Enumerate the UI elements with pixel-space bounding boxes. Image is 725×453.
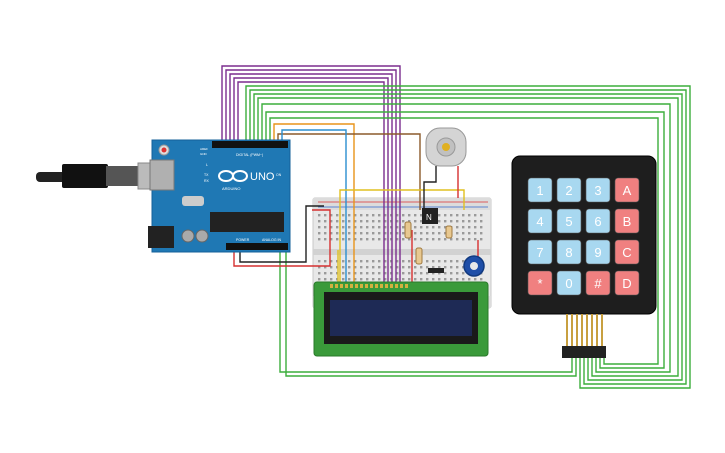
keypad-key-8[interactable]: 8 <box>556 239 582 265</box>
keypad-key-9[interactable]: 9 <box>585 239 611 265</box>
keypad-key-label: C <box>622 245 631 260</box>
transistor: N <box>422 208 438 224</box>
keypad-key-#[interactable]: # <box>585 270 611 296</box>
keypad-key-label: 4 <box>536 214 543 229</box>
wire-green-6 <box>265 111 665 369</box>
keypad-key-3[interactable]: 3 <box>585 177 611 203</box>
keypad-connector <box>562 346 606 358</box>
arduino-brand: ARDUINO <box>222 186 240 191</box>
arduino-model: UNO <box>250 171 275 183</box>
keypad-key-label: 2 <box>565 183 572 198</box>
keypad-key-D[interactable]: D <box>614 270 640 296</box>
label-aref: AREF <box>200 147 208 151</box>
wire-green-4 <box>257 97 679 377</box>
wire-purple-2 <box>225 69 397 282</box>
keypad-key-label: 6 <box>594 214 601 229</box>
keypad-key-label: B <box>623 214 632 229</box>
wire-green-2 <box>249 89 687 385</box>
power-jack <box>148 226 174 248</box>
label-rx: RX <box>204 179 210 183</box>
crystal <box>182 196 204 206</box>
wire-green-9 <box>279 250 573 373</box>
keypad-key-B[interactable]: B <box>614 208 640 234</box>
wire-purple-5 <box>237 81 385 282</box>
wires <box>221 65 691 389</box>
atmega-chip <box>210 212 284 232</box>
wire-green-5 <box>261 103 671 373</box>
resistors <box>404 221 453 265</box>
label-gnd: GND <box>200 152 208 156</box>
keypad-key-label: A <box>623 183 632 198</box>
capacitor-1 <box>181 229 195 243</box>
resistor-3 <box>445 225 453 239</box>
wire-black-1 <box>239 205 324 263</box>
wire-purple-3 <box>229 73 393 282</box>
label-l: L <box>206 163 208 167</box>
potentiometer <box>463 255 485 277</box>
resistor-1 <box>404 221 412 239</box>
breadboard <box>312 197 492 309</box>
wire-black-2 <box>423 166 437 210</box>
wire-green-7 <box>269 117 659 365</box>
keypad: 1 2 3 A 4 5 6 B 7 8 9 C * 0 # D <box>511 155 657 358</box>
diode <box>428 268 444 273</box>
lcd-screen <box>330 300 472 336</box>
power-analog-header <box>226 243 288 250</box>
keypad-key-6[interactable]: 6 <box>585 208 611 234</box>
keypad-key-label: 0 <box>565 276 572 291</box>
keypad-key-A[interactable]: A <box>614 177 640 203</box>
lcd-display <box>313 281 489 357</box>
wire-purple-4 <box>233 77 389 282</box>
keypad-keys: 1 2 3 A 4 5 6 B 7 8 9 C * 0 # D <box>527 177 640 296</box>
digital-header <box>212 141 288 148</box>
keypad-key-2[interactable]: 2 <box>556 177 582 203</box>
keypad-ribbon <box>566 314 603 346</box>
arduino-uno: UNO ARDUINO DIGITAL (PWM~) POWER ANALOG … <box>148 139 291 253</box>
wire-green-1 <box>245 85 691 389</box>
keypad-key-4[interactable]: 4 <box>527 208 553 234</box>
dc-motor <box>425 127 467 167</box>
wire-orange <box>273 123 355 282</box>
keypad-key-label: 3 <box>594 183 601 198</box>
keypad-key-C[interactable]: C <box>614 239 640 265</box>
arduino-logo-icon <box>218 170 248 182</box>
keypad-key-label: 7 <box>536 245 543 260</box>
capacitor-2 <box>195 229 209 243</box>
keypad-key-0[interactable]: 0 <box>556 270 582 296</box>
label-tx: TX <box>204 173 209 177</box>
wire-purple-1 <box>221 65 401 282</box>
wire-red-1 <box>233 209 331 267</box>
resistor-2 <box>415 247 423 265</box>
keypad-key-label: # <box>594 276 602 291</box>
label-power: POWER <box>236 238 250 242</box>
usb-port <box>149 159 175 191</box>
keypad-key-5[interactable]: 5 <box>556 208 582 234</box>
transistor-label: N <box>426 213 432 222</box>
wire-green-8 <box>285 250 577 377</box>
lcd-pins <box>330 284 408 288</box>
keypad-key-7[interactable]: 7 <box>527 239 553 265</box>
keypad-key-label: 1 <box>536 183 543 198</box>
wire-green-3 <box>253 93 683 381</box>
keypad-key-label: * <box>537 276 542 291</box>
keypad-key-label: 5 <box>565 214 572 229</box>
keypad-key-1[interactable]: 1 <box>527 177 553 203</box>
keypad-key-label: D <box>622 276 631 291</box>
keypad-key-label: 8 <box>565 245 572 260</box>
keypad-key-label: 9 <box>594 245 601 260</box>
wire-yellow-1 <box>339 189 465 282</box>
label-on: ON <box>276 173 282 177</box>
label-analog: ANALOG IN <box>262 238 282 242</box>
keypad-key-*[interactable]: * <box>527 270 553 296</box>
label-digital: DIGITAL (PWM~) <box>236 153 263 157</box>
